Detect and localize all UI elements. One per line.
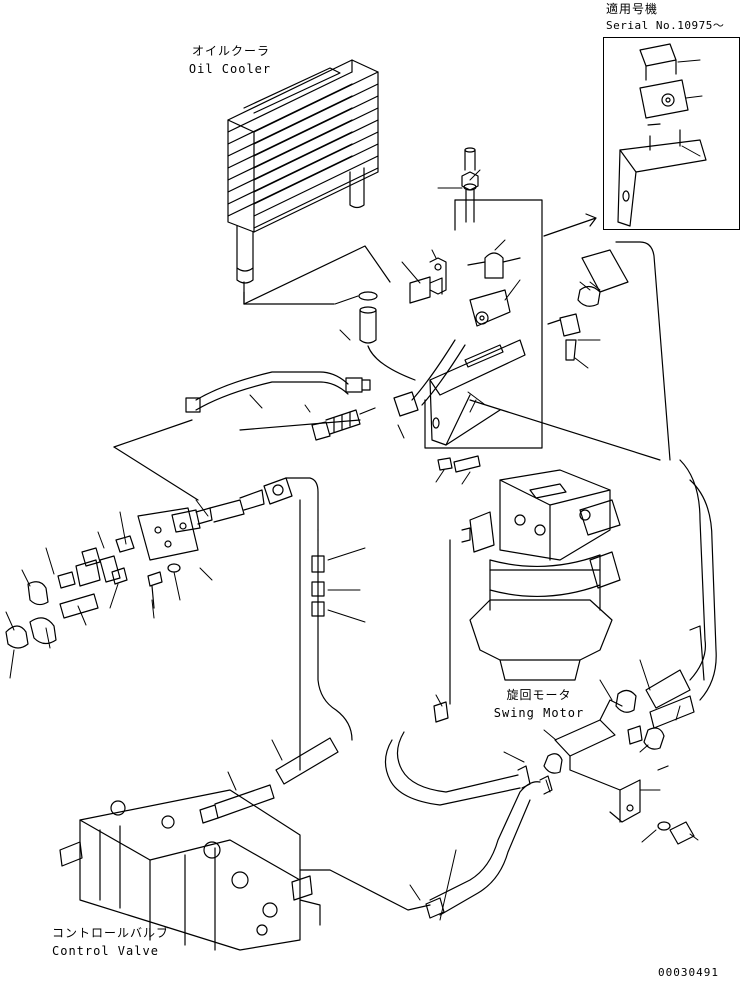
inset-detail <box>617 43 707 227</box>
right-hoses <box>547 241 717 729</box>
nipple <box>358 291 416 381</box>
drawing-number: 00030491 <box>658 966 719 979</box>
control-valve <box>59 789 321 951</box>
oil-cooler-label-en: Oil Cooler <box>188 62 272 76</box>
adapter-hose <box>311 407 376 441</box>
swing-motor-label-en: Swing Motor <box>493 706 585 720</box>
applicable-serial-label-jp: 適用号機 <box>606 2 659 16</box>
oil-cooler <box>227 59 379 305</box>
bracket-assembly <box>424 147 543 449</box>
oil-cooler-label-jp: オイルクーラ <box>191 44 270 58</box>
swing-hose <box>384 701 553 919</box>
tee-fitting <box>409 257 447 304</box>
swing-motor-label-jp: 旋回モータ <box>506 688 572 702</box>
swing-motor <box>449 469 621 705</box>
serial-inset-frame <box>603 37 740 230</box>
upper-pipe <box>185 371 419 417</box>
control-valve-label-jp: コントロールバルブ <box>52 926 170 940</box>
right-bracket <box>554 689 643 823</box>
leader-lines <box>5 59 703 921</box>
return-line <box>199 477 353 824</box>
left-fittings <box>5 477 293 649</box>
control-valve-label-en: Control Valve <box>52 944 159 958</box>
serial-number-label: Serial No.10975～ <box>606 19 725 32</box>
